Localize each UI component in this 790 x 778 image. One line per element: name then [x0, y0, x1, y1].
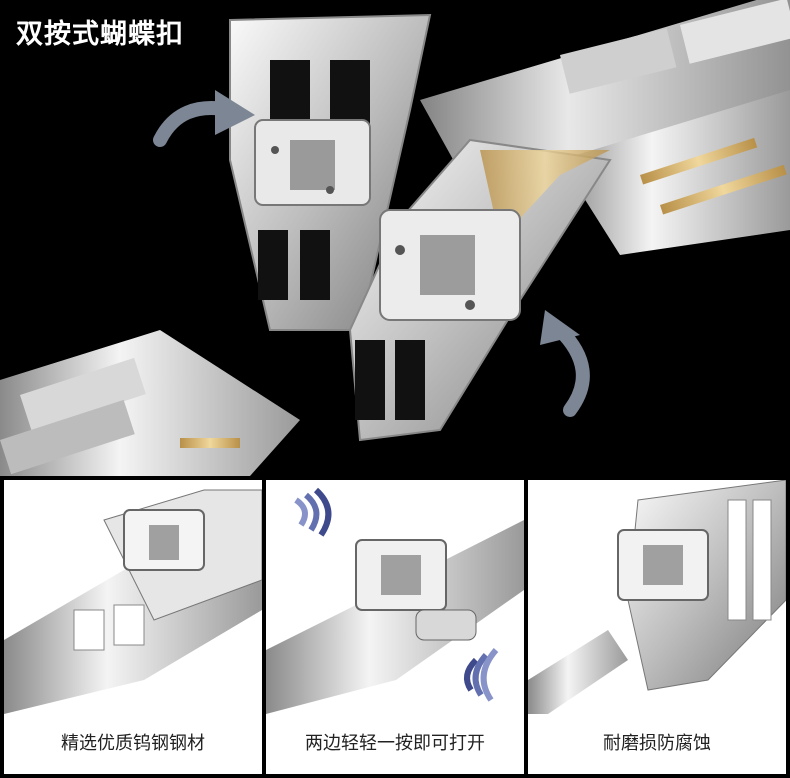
press-motion-icon — [294, 487, 332, 537]
press-motion-icon — [464, 648, 499, 702]
hero-photo: 双按式蝴蝶扣 — [0, 0, 790, 476]
lower-bracelet — [0, 330, 300, 476]
clasp-closeup-2 — [266, 487, 524, 714]
clasp-closeup-1 — [4, 489, 262, 714]
watch-bands-illustration — [0, 0, 790, 476]
left-butterfly-clasp — [229, 13, 432, 331]
caption-durable: 耐磨损防腐蚀 — [528, 714, 786, 774]
curved-arrow-icon — [553, 323, 590, 417]
detail-panel-press: 两边轻轻一按即可打开 — [266, 480, 524, 774]
right-butterfly-clasp — [348, 138, 612, 442]
detail-panel-material: 精选优质钨钢钢材 — [4, 480, 262, 774]
two-tone-bracelet — [560, 90, 790, 255]
curved-arrow-head — [215, 90, 255, 135]
headline: 双按式蝴蝶扣 — [16, 19, 184, 50]
clasp-closeup-3 — [528, 480, 786, 714]
detail-panels: 精选优质钨钢钢材 两边轻轻一按即可打开 — [0, 476, 790, 778]
detail-panel-durable: 耐磨损防腐蚀 — [528, 480, 786, 774]
curved-arrow-head — [540, 310, 580, 345]
caption-material: 精选优质钨钢钢材 — [4, 714, 262, 774]
caption-press: 两边轻轻一按即可打开 — [266, 714, 524, 774]
